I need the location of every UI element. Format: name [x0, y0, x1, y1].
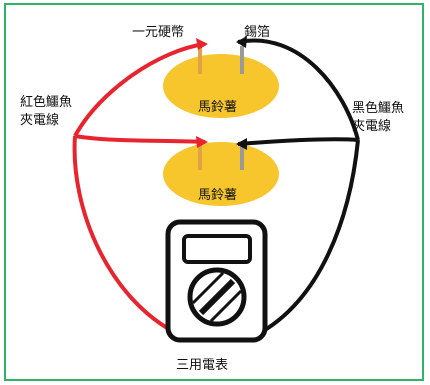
diagram-frame: [4, 3, 424, 381]
black-clip-label-1: 黑色鱷魚: [352, 101, 405, 116]
potato-bottom: [163, 142, 279, 206]
black-wire-from-tin-bottom: [237, 137, 359, 146]
tin-label: 錫箔: [244, 25, 271, 40]
multimeter-label: 三用電表: [176, 358, 229, 373]
coin-strip-top: [198, 46, 202, 74]
potato-bottom-label: 馬鈴薯: [198, 188, 238, 203]
black-wire-from-tin-top: [237, 38, 360, 141]
red-wire-to-coin-top: [73, 42, 206, 137]
potato-top-label: 馬鈴薯: [198, 100, 238, 115]
red-arrow-top: [196, 38, 208, 50]
potato-top: [163, 54, 279, 118]
red-wire-to-meter: [72, 135, 179, 336]
coin-strip-bottom: [198, 142, 202, 170]
red-clip-label-2: 夾電線: [20, 113, 60, 128]
red-wire-to-coin-bottom: [74, 134, 206, 144]
black-clip-label-2: 夾電線: [352, 119, 392, 134]
red-clip-label-1: 紅色鱷魚: [20, 95, 73, 110]
tin-strip-top: [240, 46, 244, 74]
red-arrow-bottom: [196, 136, 208, 148]
black-arrow-bottom: [236, 138, 247, 150]
tin-strip-bottom: [240, 142, 244, 170]
coin-label: 一元硬幣: [132, 25, 185, 40]
black-wire-to-meter: [257, 139, 360, 336]
black-arrow-top: [236, 36, 247, 48]
multimeter-icon: [165, 219, 268, 343]
